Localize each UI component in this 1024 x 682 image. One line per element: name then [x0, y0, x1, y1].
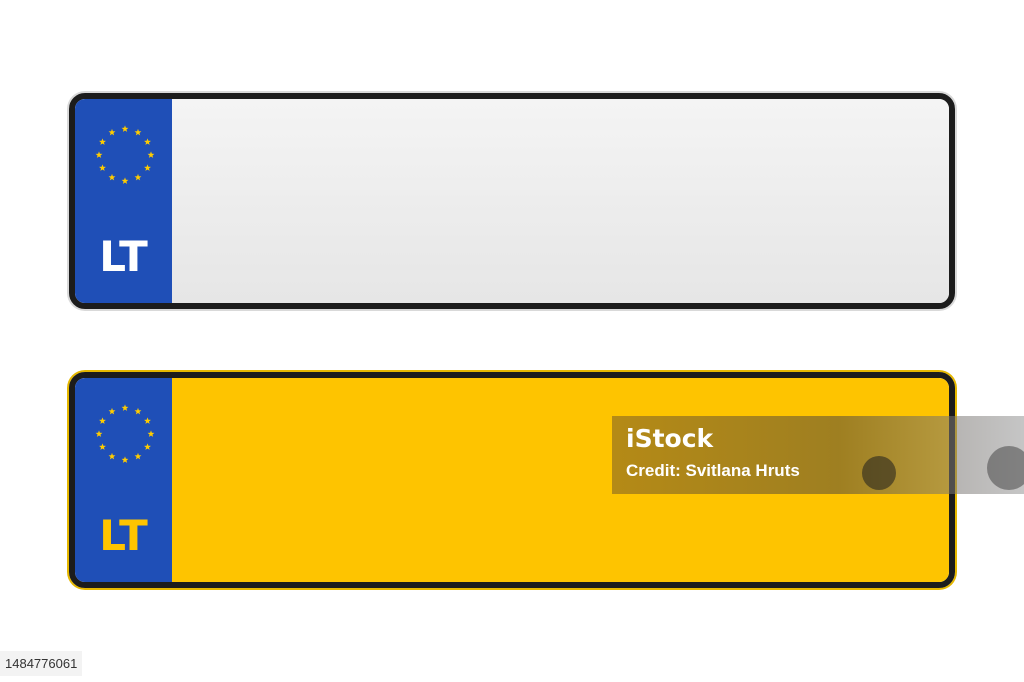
- license-plate-white: LT: [69, 93, 955, 309]
- star-icon: [134, 128, 142, 136]
- star-icon: [108, 173, 116, 181]
- star-icon: [121, 404, 129, 411]
- star-icon: [134, 173, 142, 181]
- star-icon: [121, 125, 129, 132]
- stock-id-label: 1484776061: [0, 651, 83, 676]
- star-icon: [95, 430, 103, 437]
- star-icon: [147, 151, 155, 158]
- star-icon: [144, 138, 151, 145]
- watermark-decoration: [862, 456, 896, 490]
- star-icon: [108, 407, 116, 415]
- star-icon: [144, 443, 151, 450]
- eu-band: LT: [75, 378, 172, 582]
- istock-logo: iStock: [626, 424, 714, 453]
- star-icon: [144, 164, 151, 171]
- star-icon: [99, 443, 106, 450]
- credit-text: Credit: Svitlana Hruts: [626, 461, 800, 480]
- star-icon: [134, 407, 142, 415]
- plate-field: [172, 99, 949, 303]
- star-icon: [108, 128, 116, 136]
- star-icon: [95, 151, 103, 158]
- country-code: LT: [99, 511, 148, 560]
- watermark-banner: iStock Credit: Svitlana Hruts: [612, 416, 1024, 494]
- star-icon: [147, 430, 155, 437]
- eu-stars-icon: [95, 404, 155, 463]
- eu-stars-icon: [95, 125, 155, 184]
- country-code: LT: [99, 232, 148, 281]
- star-icon: [99, 138, 106, 145]
- star-icon: [144, 417, 151, 424]
- eu-band: LT: [75, 99, 172, 303]
- star-icon: [108, 452, 116, 460]
- watermark-decoration: [987, 446, 1024, 490]
- star-icon: [99, 164, 106, 171]
- star-icon: [134, 452, 142, 460]
- star-icon: [121, 456, 129, 463]
- star-icon: [99, 417, 106, 424]
- star-icon: [121, 177, 129, 184]
